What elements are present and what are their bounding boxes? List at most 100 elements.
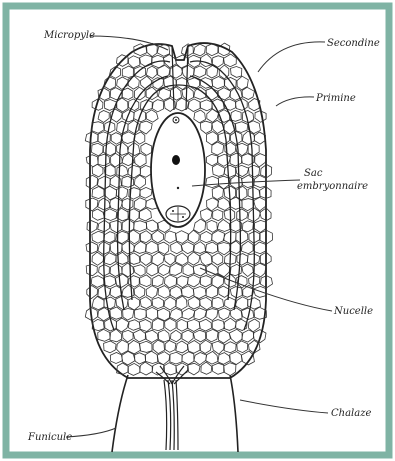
tissue-cell (254, 220, 266, 232)
tissue-cell (254, 242, 266, 254)
tissue-cell (236, 230, 248, 243)
tissue-cell (128, 76, 139, 89)
tissue-cell (237, 209, 248, 221)
tissue-cell (206, 309, 218, 321)
tissue-cell (200, 209, 212, 222)
tissue-cell (93, 209, 105, 220)
tissue-cell (135, 132, 145, 144)
tissue-cell (92, 143, 104, 156)
tissue-cell (134, 87, 145, 100)
tissue-cell (134, 175, 145, 188)
tissue-cell (165, 341, 176, 353)
label-sac-line2: embryonnaire (297, 181, 368, 192)
tissue-cell (158, 88, 170, 100)
tissue-cell (129, 320, 141, 331)
tissue-cell (128, 340, 141, 354)
funicle-outline (112, 375, 238, 452)
tissue-cell (193, 330, 205, 342)
tissue-cell (206, 242, 218, 253)
central-nucleus (172, 155, 180, 165)
tissue-cell (236, 165, 249, 176)
tissue-cell (182, 352, 194, 365)
tissue-cell (175, 231, 188, 244)
tissue-cell (218, 308, 230, 320)
tissue-cell (212, 231, 225, 244)
tissue-cell (212, 142, 224, 155)
label-secondine: Secondine (327, 38, 380, 49)
tissue-cell (152, 297, 164, 308)
tissue-cell (237, 341, 248, 353)
tissue-cell (224, 363, 236, 376)
tissue-cell (98, 329, 110, 341)
tissue-cell (117, 77, 129, 89)
diagram-frame (6, 6, 389, 455)
tissue-cell (248, 187, 260, 199)
tissue-cell (224, 342, 236, 353)
tissue-cell (104, 232, 115, 243)
tissue-cell (103, 209, 116, 221)
tissue-cell (212, 253, 223, 265)
tissue-cell (152, 318, 164, 330)
tissue-cell (212, 297, 224, 309)
tissue-cell (140, 297, 152, 309)
tissue-cell (224, 165, 235, 177)
tissue-cell (153, 340, 164, 354)
tissue-cell (206, 176, 219, 187)
tissue-cell (146, 351, 158, 363)
tissue-cell (146, 66, 157, 78)
tissue-cell (242, 199, 254, 211)
tissue-cell (248, 143, 259, 156)
tissue-cell (235, 297, 248, 310)
tissue-cell (117, 363, 129, 375)
tissue-cell (87, 286, 98, 299)
tissue-cell (170, 352, 182, 364)
tissue-cell (206, 285, 218, 298)
tissue-cell (92, 231, 104, 243)
tissue-cell (87, 221, 98, 233)
tissue-cell (117, 98, 128, 112)
tissue-cell (207, 220, 218, 232)
tissue-cell (133, 330, 146, 342)
tissue-cell (236, 186, 247, 200)
tissue-cell (224, 54, 237, 67)
tissue-cell (206, 154, 218, 165)
label-chalaze: Chalaze (331, 408, 371, 419)
tissue-cell (140, 187, 152, 198)
tissue-cell (200, 297, 212, 309)
tissue-cell (254, 263, 266, 277)
tissue-cell (98, 220, 110, 232)
tissue-cell (255, 154, 267, 167)
tissue-cell (122, 88, 133, 99)
label-nucelle: Nucelle (333, 306, 373, 317)
tissue-cell (249, 165, 260, 177)
tissue-cell (92, 252, 104, 265)
tissue-cell (86, 242, 98, 253)
tissue-cell (217, 219, 230, 231)
tissue-cell (224, 99, 236, 110)
tissue-cell (122, 66, 134, 78)
tissue-cell (230, 308, 242, 321)
tissue-cell (128, 297, 140, 310)
tissue-cell (242, 221, 253, 232)
tissue-cell (170, 286, 182, 298)
tissue-cell (194, 66, 207, 78)
tissue-cell (224, 318, 237, 330)
tissue-cell (170, 308, 183, 320)
tissue-cell (110, 307, 122, 319)
tissue-cell (110, 241, 122, 254)
tissue-cell (182, 286, 194, 298)
tissue-cell (188, 275, 201, 287)
tissue-cell (206, 44, 218, 56)
tissue-cell (165, 231, 177, 243)
tissue-cell (140, 231, 151, 243)
tissue-cell (146, 307, 158, 320)
tissue-cell (164, 254, 175, 266)
tissue-cell (121, 132, 135, 144)
tissue-cell (170, 263, 182, 275)
tissue-cell (152, 100, 163, 112)
tissue-cell (219, 286, 230, 297)
tissue-cell (217, 154, 230, 166)
tissue-cell (248, 319, 259, 332)
tissue-cell (194, 44, 206, 56)
tissue-cell (140, 55, 152, 67)
